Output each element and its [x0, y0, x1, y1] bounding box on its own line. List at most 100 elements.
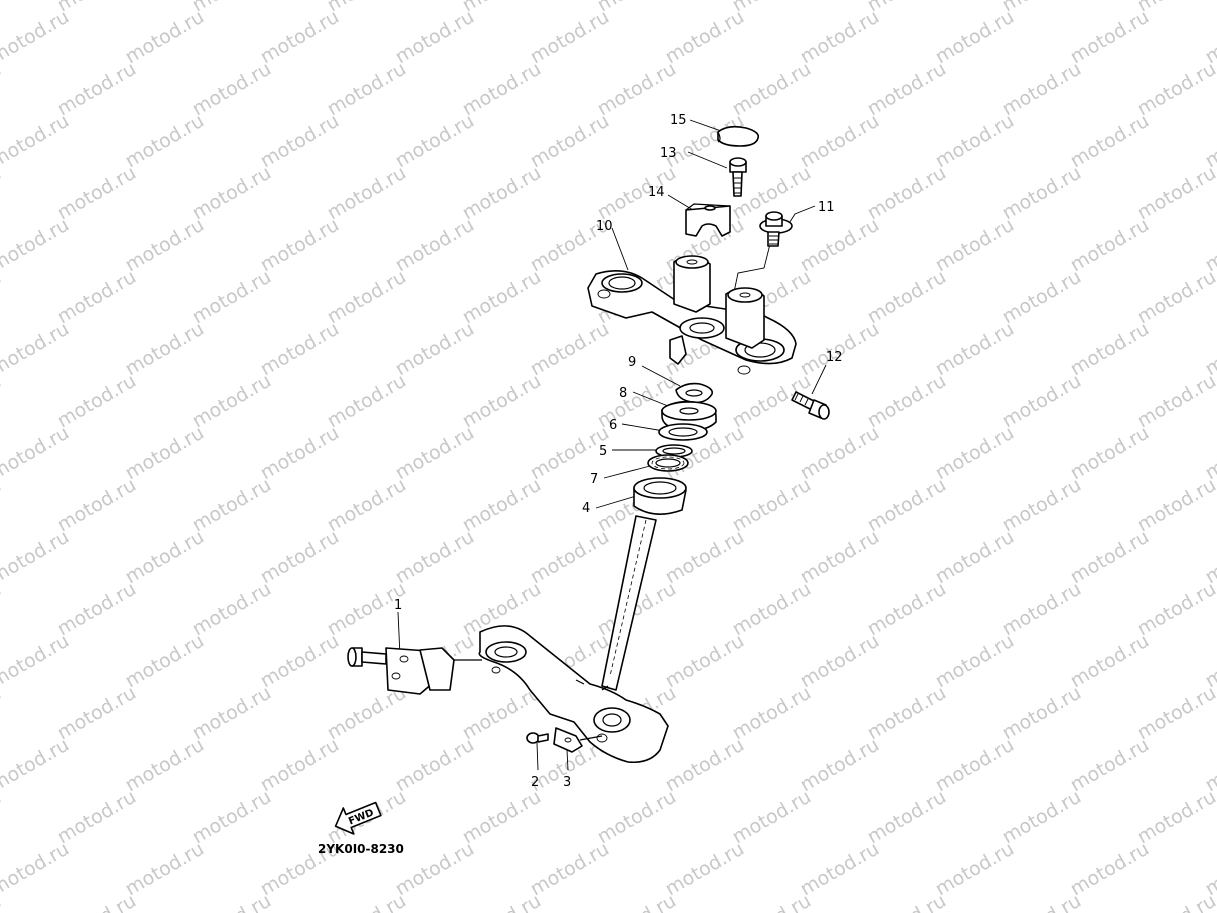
watermark-text: motod.ru [662, 526, 748, 589]
watermark-text: motod.ru [324, 58, 410, 121]
callout-14: 14 [648, 185, 665, 200]
watermark-text: motod.ru [932, 630, 1018, 693]
part-13-bolt [729, 157, 747, 197]
watermark-text: motod.ru [0, 318, 73, 381]
watermark-text: motod.ru [797, 318, 883, 381]
watermark-text: motod.ru [459, 474, 545, 537]
watermark-text: motod.ru [729, 578, 815, 641]
watermark-text: motod.ru [797, 214, 883, 277]
watermark-text: motod.ru [594, 890, 680, 913]
watermark-text: motod.ru [1067, 318, 1153, 381]
watermark-text: motod.ru [392, 6, 478, 69]
callout-8: 8 [619, 386, 627, 401]
watermark-text: motod.ru [54, 162, 140, 225]
callout-1: 1 [394, 598, 402, 613]
watermark-text: motod.ru [729, 474, 815, 537]
watermark-text: motod.ru [392, 422, 478, 485]
watermark-text: motod.ru [864, 162, 950, 225]
part-10-upper-bracket [587, 255, 797, 375]
watermark-text: motod.ru [999, 786, 1085, 849]
watermark-text: motod.ru [122, 422, 208, 485]
watermark-text: motod.ru [1134, 370, 1217, 433]
watermark-text: motod.ru [1067, 6, 1153, 69]
watermark-text: motod.ru [0, 162, 5, 225]
watermark-text: motod.ru [0, 266, 5, 329]
watermark-text: motod.ru [797, 526, 883, 589]
watermark-text: motod.ru [189, 578, 275, 641]
watermark-text: motod.ru [459, 890, 545, 913]
watermark-text: motod.ru [122, 630, 208, 693]
watermark-text: motod.ru [459, 58, 545, 121]
watermark-text: motod.ru [932, 6, 1018, 69]
watermark-text: motod.ru [932, 526, 1018, 589]
watermark-text: motod.ru [0, 526, 73, 589]
callout-2: 2 [531, 775, 539, 790]
watermark-text: motod.ru [1067, 526, 1153, 589]
watermark-text: motod.ru [864, 370, 950, 433]
watermark-text: motod.ru [999, 266, 1085, 329]
watermark-text: motod.ru [392, 526, 478, 589]
watermark-text: motod.ru [932, 110, 1018, 173]
watermark-text: motod.ru [122, 6, 208, 69]
watermark-text: motod.ru [797, 422, 883, 485]
watermark-text: motod.ru [1067, 110, 1153, 173]
watermark-text: motod.ru [0, 214, 73, 277]
part-3-clamp [553, 727, 603, 753]
watermark-text: motod.ru [864, 266, 950, 329]
callout-13: 13 [660, 146, 677, 161]
watermark-text: motod.ru [0, 734, 73, 797]
watermark-text: motod.ru [122, 526, 208, 589]
watermark-text: motod.ru [932, 838, 1018, 901]
watermark-text: motod.ru [189, 786, 275, 849]
watermark-text: motod.ru [1067, 734, 1153, 797]
watermark-text: motod.ru [0, 422, 73, 485]
watermark-text: motod.ru [392, 838, 478, 901]
watermark-text: motod.ru [0, 838, 73, 901]
part-1-under-bracket [478, 515, 669, 764]
watermark-text: motod.ru [527, 6, 613, 69]
watermark-text: motod.ru [1134, 890, 1217, 913]
watermark-text: motod.ru [189, 162, 275, 225]
callout-4: 4 [582, 501, 590, 516]
watermark-text: motod.ru [324, 370, 410, 433]
callout-9: 9 [628, 355, 636, 370]
watermark-text: motod.ru [0, 786, 5, 849]
watermark-text: motod.ru [864, 578, 950, 641]
watermark-text: motod.ru [0, 6, 73, 69]
part-6-race-cover [658, 423, 708, 441]
watermark-text: motod.ru [257, 526, 343, 589]
watermark-text: motod.ru [392, 214, 478, 277]
watermark-text: motod.ru [392, 734, 478, 797]
watermark-text: motod.ru [54, 370, 140, 433]
watermark-text: motod.ru [527, 318, 613, 381]
watermark-text: motod.ru [729, 58, 815, 121]
watermark-text: motod.ru [54, 890, 140, 913]
watermark-text: motod.ru [1134, 474, 1217, 537]
watermark-text: motod.ru [999, 162, 1085, 225]
watermark-text: motod.ru [999, 58, 1085, 121]
watermark-text: motod.ru [729, 786, 815, 849]
part-12-bolt [791, 391, 830, 420]
watermark-text: motod.ru [999, 890, 1085, 913]
watermark-text: motod.ru [189, 474, 275, 537]
watermark-text: motod.ru [324, 474, 410, 537]
watermark-text: motod.ru [257, 422, 343, 485]
watermark-text: motod.ru [54, 266, 140, 329]
callout-10: 10 [596, 219, 613, 234]
watermark-text: motod.ru [257, 630, 343, 693]
watermark-text: motod.ru [189, 266, 275, 329]
watermark-text: motod.ru [1067, 422, 1153, 485]
watermark-text: motod.ru [54, 58, 140, 121]
watermark-text: motod.ru [0, 578, 5, 641]
watermark-text: motod.ru [459, 162, 545, 225]
watermark-text: motod.ru [257, 734, 343, 797]
watermark-text: motod.ru [459, 266, 545, 329]
part-7-bearing [647, 454, 689, 472]
watermark-text: motod.ru [1134, 786, 1217, 849]
watermark-text: motod.ru [594, 162, 680, 225]
watermark-text: motod.ru [0, 110, 73, 173]
watermark-text: motod.ru [797, 734, 883, 797]
callout-3: 3 [563, 775, 571, 790]
